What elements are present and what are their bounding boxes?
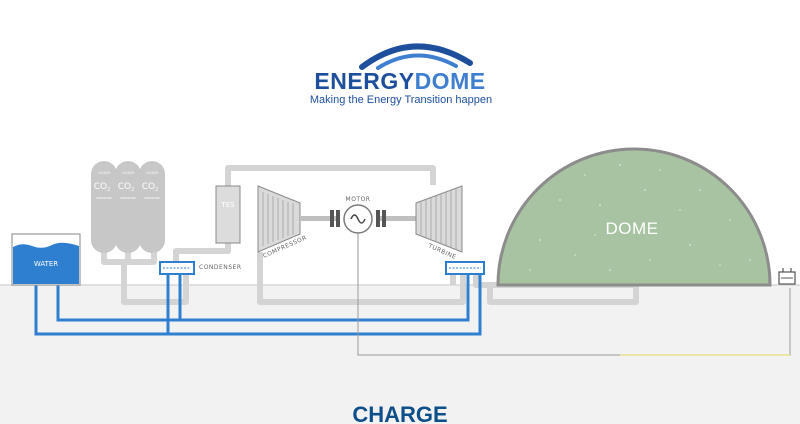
water-tank: WATER [11, 233, 81, 286]
dome-label: DOME [606, 219, 659, 238]
pipe-condenser-to-tes [173, 242, 231, 262]
brand-name: ENERGYDOME [314, 68, 485, 94]
compressor: COMPRESSOR [257, 185, 308, 260]
tes-label: TES [220, 201, 235, 209]
brand-tagline: Making the Energy Transition happen [310, 94, 492, 106]
co2-tank-2: LIQUID CO2 PRESSURE [115, 161, 141, 253]
turbine-exchanger [445, 261, 485, 275]
logo-arc-outer [359, 43, 473, 70]
svg-text:CO2: CO2 [94, 182, 111, 193]
svg-text:CO2: CO2 [142, 182, 159, 193]
motor-label: MOTOR [346, 196, 371, 203]
pipe-tank-to-condenser [121, 262, 189, 305]
water-pipes [34, 275, 482, 336]
co2-tank-1: LIQUID CO2 PRESSURE [91, 161, 117, 253]
water-loop-outer [34, 275, 482, 336]
water-fill [13, 242, 79, 284]
water-label: WATER [34, 260, 58, 268]
motor-assembly: MOTOR [300, 196, 416, 234]
brand-logo: ENERGYDOME Making the Energy Transition … [310, 43, 492, 106]
svg-text:CO2: CO2 [118, 182, 135, 193]
power-line [357, 232, 791, 356]
svg-text:LIQUID: LIQUID [98, 171, 110, 175]
water-loop-inner [56, 275, 470, 322]
dome-valve [778, 268, 796, 285]
pipe-to-dome [473, 272, 639, 305]
tes-unit: TES [215, 185, 241, 244]
motor-sine-icon [350, 214, 366, 224]
condenser-exchanger [159, 261, 195, 275]
svg-text:PRESSURE: PRESSURE [120, 196, 136, 200]
dome: DOME [496, 147, 772, 287]
svg-text:PRESSURE: PRESSURE [96, 196, 112, 200]
condenser-label: CONDENSER [199, 264, 242, 271]
logo-arc-inner [376, 53, 458, 70]
shaft-right [378, 216, 416, 221]
co2-tanks: LIQUID CO2 PRESSURE LIQUID CO2 PRESSURE … [91, 161, 165, 253]
svg-text:PRESSURE: PRESSURE [144, 196, 160, 200]
pipe-tes-to-turbine [225, 165, 436, 187]
shaft-left [300, 216, 338, 221]
turbine: TURBINE [415, 185, 463, 261]
co2-tank-3: LIQUID CO2 PRESSURE [139, 161, 165, 253]
svg-text:LIQUID: LIQUID [146, 171, 158, 175]
svg-text:LIQUID: LIQUID [122, 171, 134, 175]
phase-title: CHARGE [352, 402, 447, 424]
pipe-compressor-to-turbine [257, 252, 466, 305]
dome-texture [529, 164, 751, 271]
